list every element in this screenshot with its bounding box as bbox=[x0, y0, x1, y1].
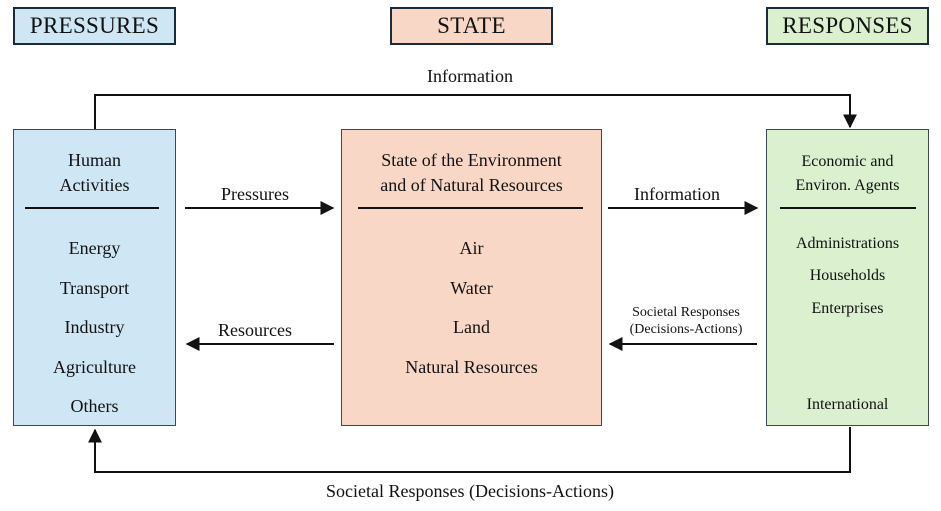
activity-energy: Energy bbox=[68, 238, 121, 258]
agent-international: International bbox=[806, 396, 889, 413]
pressures-header: PRESSURES bbox=[13, 7, 176, 45]
pressures-header-label: PRESSURES bbox=[29, 13, 160, 38]
human-activities-title: Human Activities bbox=[59, 150, 130, 195]
pressures-label: Pressures bbox=[221, 184, 289, 204]
agents-box: Economic and Environ. Agents Administrat… bbox=[766, 129, 929, 426]
responses-header: RESPONSES bbox=[766, 7, 929, 45]
resource-air: Air bbox=[459, 238, 484, 258]
agents-title: Economic and Environ. Agents bbox=[795, 153, 900, 194]
state-header: STATE bbox=[390, 7, 553, 45]
human-activities-box: Human Activities Energy Transport Indust… bbox=[13, 129, 176, 426]
agents-divider bbox=[780, 207, 916, 209]
resources-label: Resources bbox=[218, 320, 292, 340]
agent-households: Households bbox=[809, 267, 886, 284]
resource-natural-resources: Natural Resources bbox=[405, 357, 538, 377]
bottom-societal-responses-arrow bbox=[88, 427, 851, 473]
state-of-environment-box: State of the Environment and of Natural … bbox=[341, 129, 602, 426]
state-of-environment-divider bbox=[358, 207, 583, 209]
agent-enterprises: Enterprises bbox=[811, 300, 884, 317]
activity-transport: Transport bbox=[59, 278, 130, 298]
activity-industry: Industry bbox=[64, 317, 125, 337]
state-header-label: STATE bbox=[437, 13, 506, 38]
activity-others: Others bbox=[70, 396, 119, 416]
middle-information-label: Information bbox=[634, 184, 720, 204]
bottom-societal-responses-label: Societal Responses (Decisions-Actions) bbox=[326, 481, 614, 501]
resource-water: Water bbox=[450, 278, 493, 298]
activity-agriculture: Agriculture bbox=[53, 357, 136, 377]
agent-administrations: Administrations bbox=[795, 235, 900, 252]
responses-header-label: RESPONSES bbox=[782, 13, 913, 38]
societal-responses-middle-label: Societal Responses (Decisions-Actions) bbox=[629, 305, 743, 337]
human-activities-divider bbox=[25, 207, 159, 209]
resource-land: Land bbox=[453, 317, 490, 337]
top-information-arrow bbox=[94, 94, 857, 129]
state-of-environment-title: State of the Environment and of Natural … bbox=[380, 150, 563, 195]
top-information-label: Information bbox=[427, 66, 513, 86]
